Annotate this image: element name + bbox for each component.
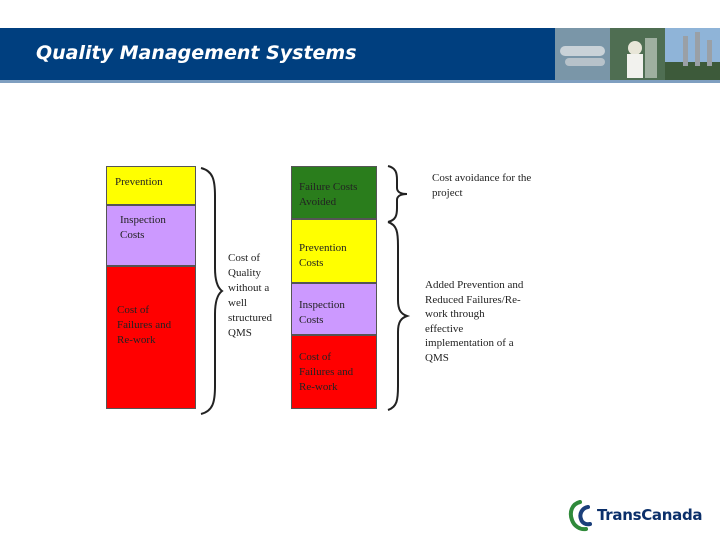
left-prevention-block — [106, 166, 196, 205]
left-failures-label: Cost of Failures and Re-work — [117, 304, 172, 346]
logo-text: TransCanada — [597, 506, 703, 524]
left-failures-block — [106, 266, 196, 409]
slide-title: Quality Management Systems — [36, 42, 357, 64]
added-prevention-note: Added Prevention and Reduced Failures/Re… — [425, 279, 524, 364]
left-inspection-block — [106, 205, 196, 266]
avoidance-bracket — [387, 165, 408, 223]
right-inspection-block — [291, 283, 377, 335]
right-prevention-label: Prevention Costs — [299, 242, 347, 269]
left-inspection-label: Inspection Costs — [120, 214, 166, 241]
right-avoided-label: Failure Costs Avoided — [299, 181, 358, 208]
right-avoided-block — [291, 166, 377, 219]
right-failures-block — [291, 335, 377, 409]
left-prevention-label: Prevention — [115, 176, 163, 188]
header-divider — [0, 80, 720, 83]
right-prevention-block — [291, 219, 377, 283]
total-cost-bracket — [200, 167, 224, 415]
right-inspection-label: Inspection Costs — [299, 299, 345, 326]
bracket-label: Cost of Quality without a well structure… — [228, 252, 272, 339]
header-photo-strip — [555, 28, 720, 80]
right-failures-label: Cost of Failures and Re-work — [299, 351, 354, 393]
added-prevention-bracket — [387, 221, 411, 411]
avoidance-note: Cost avoidance for the project — [432, 172, 532, 199]
transcanada-logo-icon — [568, 500, 592, 532]
